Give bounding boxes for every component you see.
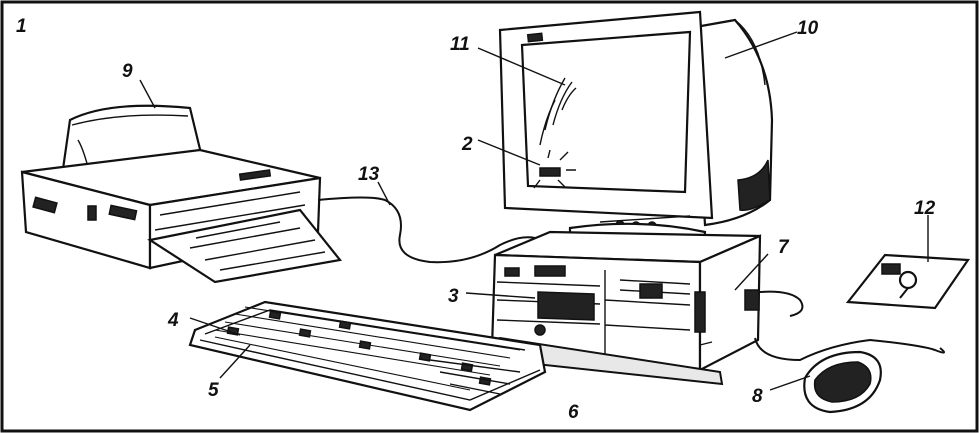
callout-4: 4	[167, 310, 179, 331]
printer	[20, 104, 343, 284]
callout-6: 6	[568, 402, 579, 423]
callout-9: 9	[122, 61, 133, 82]
callout-8: 8	[752, 386, 763, 407]
printer-cable	[317, 196, 536, 264]
callout-12: 12	[914, 198, 936, 219]
callout-11: 11	[450, 34, 470, 55]
callout-2: 2	[461, 134, 473, 155]
callout-7: 7	[778, 237, 790, 258]
diskette	[845, 253, 971, 310]
callout-3: 3	[448, 286, 459, 307]
monitor	[498, 10, 774, 258]
leader-lines	[139, 31, 929, 391]
figure-number: 1	[16, 16, 27, 37]
system-unit	[490, 230, 762, 372]
callout-10: 10	[797, 18, 819, 39]
callout-5: 5	[208, 380, 219, 401]
keyboard	[188, 300, 547, 412]
callout-13: 13	[358, 164, 380, 185]
mouse	[754, 290, 945, 414]
